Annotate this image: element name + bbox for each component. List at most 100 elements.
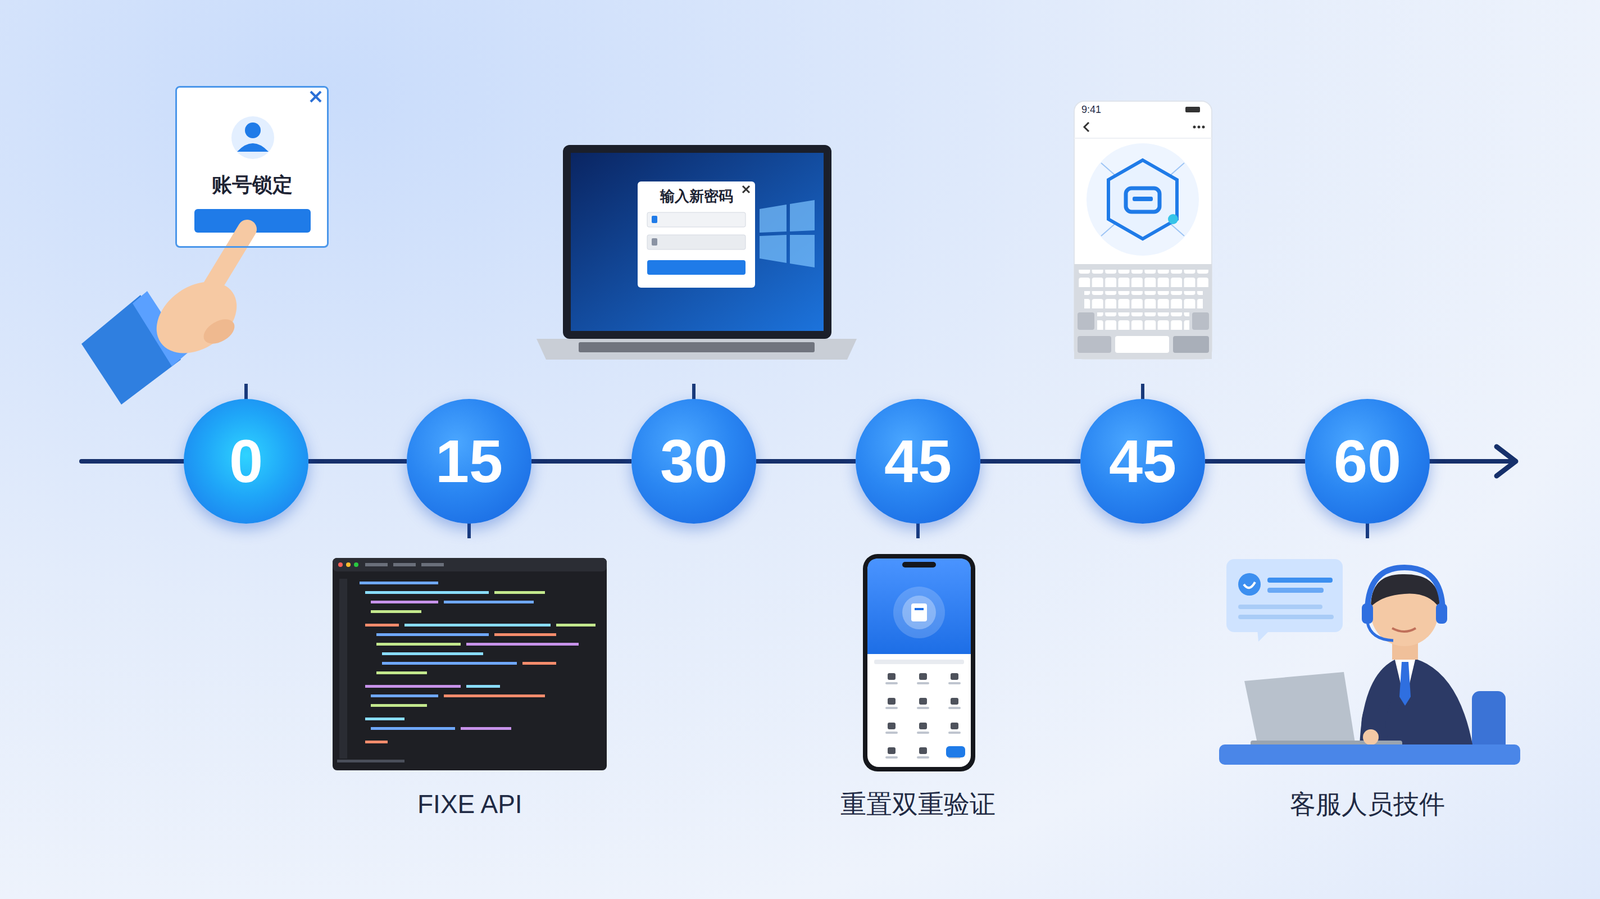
- phone-keyboard: [1192, 312, 1209, 330]
- phone-keyboard: [1125, 188, 1160, 212]
- step-label: 客服人员技件: [1289, 787, 1445, 821]
- support-agent: [1370, 574, 1440, 608]
- laptop: [742, 185, 750, 193]
- support-agent: [1392, 628, 1416, 632]
- code-editor: [421, 562, 444, 567]
- lock-popup: [237, 143, 269, 152]
- code-editor: [556, 623, 596, 627]
- timeline-segment: [531, 458, 632, 464]
- support-agent: [1267, 577, 1333, 583]
- phone-keyboard: [1167, 214, 1179, 225]
- code-editor: [382, 652, 484, 656]
- phone-keyboard: [1097, 312, 1190, 330]
- time-circle: 45: [855, 398, 981, 524]
- phone-keyboard: [1173, 335, 1209, 353]
- node-text: 45: [884, 427, 952, 495]
- phone-keyboard: [1108, 160, 1177, 239]
- timeline-segment: [308, 458, 407, 464]
- phone-2fa: [862, 553, 976, 772]
- phone-keyboard: [1077, 312, 1095, 330]
- phone-keyboard: [1077, 335, 1112, 353]
- code-editor: [460, 726, 512, 730]
- time-circle: 30: [631, 398, 757, 524]
- support-agent: [1367, 622, 1394, 641]
- laptop: [536, 338, 857, 360]
- code-editor: [346, 562, 351, 567]
- tick-mark: [244, 383, 248, 400]
- code-editor: [370, 610, 422, 613]
- phone-keyboard: [1074, 101, 1212, 359]
- phone-keyboard: [1202, 125, 1206, 129]
- code-editor: [365, 684, 461, 688]
- phone-keyboard: [1084, 291, 1203, 309]
- tick-mark: [692, 383, 696, 400]
- code-editor: [332, 557, 607, 771]
- laptop: [536, 144, 857, 360]
- status-time: 9:41: [1081, 103, 1102, 117]
- phone-2fa: [862, 553, 976, 772]
- phone-keyboard: [1074, 137, 1212, 139]
- step-label: FIXE API: [417, 787, 523, 821]
- code-editor: [365, 623, 399, 627]
- laptop: [789, 200, 815, 232]
- phone-keyboard: [1132, 196, 1153, 202]
- phone-2fa: [893, 586, 945, 639]
- laptop: [759, 204, 787, 233]
- node-text: 45: [1108, 427, 1177, 495]
- phone-keyboard: [1084, 122, 1089, 132]
- code-editor: [494, 633, 557, 636]
- support-agent: [1243, 582, 1256, 588]
- pointing-hand: [199, 314, 239, 349]
- node-text: 输入新密码: [637, 185, 756, 207]
- code-editor: [404, 623, 551, 627]
- pointing-hand: [81, 229, 250, 405]
- phone-2fa: [902, 561, 936, 568]
- phone-2fa: [874, 659, 965, 665]
- support-agent: [1435, 603, 1448, 624]
- laptop: [562, 144, 832, 339]
- tick-mark: [246, 383, 1368, 539]
- password-dialog: 输入新密码: [637, 181, 756, 288]
- code-editor: [365, 562, 388, 567]
- timeline-axis: [1496, 446, 1516, 476]
- phone-2fa: [902, 595, 936, 630]
- phone-keyboard: [1197, 125, 1201, 129]
- code-editor: [337, 759, 405, 763]
- support-agent: [1257, 629, 1271, 642]
- laptop: [570, 152, 824, 331]
- node-text: 15: [435, 427, 503, 495]
- code-editor: [376, 642, 461, 646]
- timeline-axis: [81, 458, 186, 464]
- time-circle: 60: [1305, 398, 1430, 524]
- code-editor: [466, 684, 500, 688]
- code-editor: [376, 671, 427, 675]
- code-editor: [359, 581, 439, 585]
- laptop: [578, 342, 815, 353]
- phone-2fa: [876, 669, 971, 769]
- code-editor: [494, 591, 545, 594]
- phone-2fa: [914, 607, 924, 611]
- support-agent: [1219, 558, 1521, 765]
- support-agent: [1361, 603, 1374, 624]
- phone-keyboard: [1193, 125, 1197, 129]
- laptop: [742, 185, 750, 193]
- time-circle: 0: [183, 398, 309, 524]
- code-editor: [370, 694, 439, 698]
- pointing-hand: [208, 229, 248, 293]
- code-editor: [466, 642, 579, 646]
- laptop: [637, 181, 756, 288]
- time-circle: 15: [406, 398, 532, 524]
- phone-keyboard: [1074, 264, 1212, 359]
- laptop: [647, 212, 746, 227]
- support-agent: [1244, 671, 1356, 749]
- code-editor: [393, 562, 416, 567]
- support-agent: [1238, 614, 1334, 620]
- support-agent: [1367, 567, 1443, 610]
- code-editor: [365, 717, 405, 721]
- code-editor: [365, 740, 388, 744]
- support-agent: [1359, 656, 1474, 748]
- tick-mark: [916, 522, 920, 539]
- phone-keyboard: [1115, 335, 1170, 353]
- node-text: 30: [660, 427, 728, 495]
- lock-popup: [244, 122, 261, 139]
